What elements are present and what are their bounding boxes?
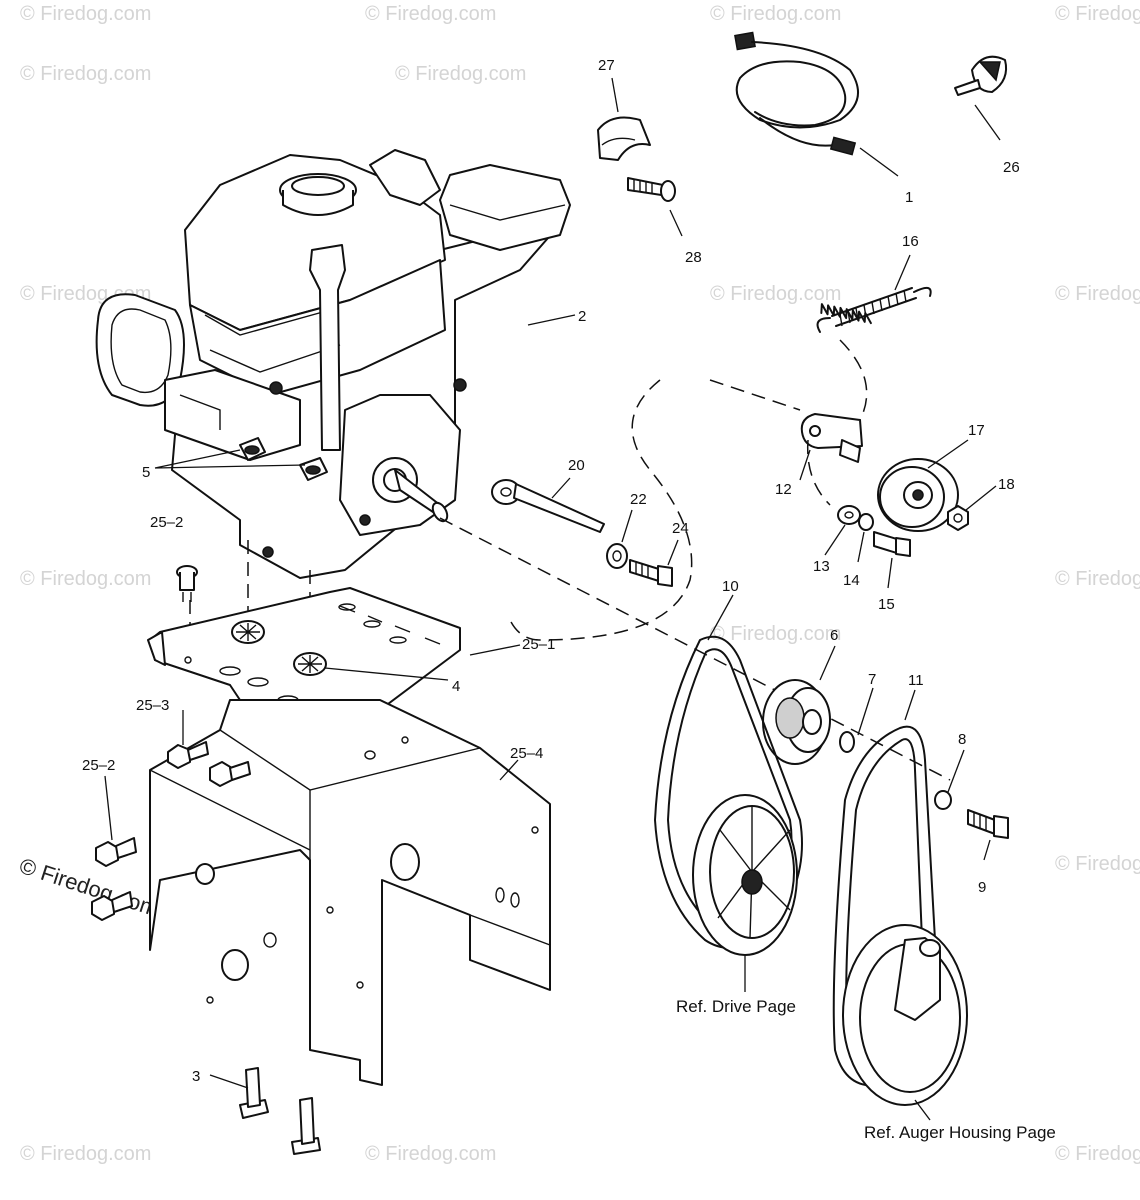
callout-25-4: 25–4 [510, 745, 543, 762]
callout-4: 4 [452, 678, 460, 695]
bolt-part-24 [629, 559, 673, 587]
washer-part-14 [858, 513, 874, 531]
bolt-part-3 [239, 1067, 321, 1155]
auger-belt-part-11 [832, 725, 968, 1106]
choke-clip-part-27 [597, 116, 651, 161]
washer-part-8 [934, 790, 952, 810]
watermark: © Firedog.com [20, 568, 151, 590]
callout-labels: 27 28 1 26 16 2 5 12 17 18 13 14 15 20 2… [82, 57, 1020, 1085]
callout-9: 9 [978, 879, 986, 896]
watermark: © Firedog.com [20, 1143, 151, 1165]
spring-part-16 [816, 286, 932, 333]
washer-part-13 [837, 505, 861, 525]
washer-part-22 [606, 543, 628, 569]
watermark: © Firedog.com [1055, 3, 1140, 25]
key-shaft-part-20 [491, 479, 605, 533]
watermark: © Firedog.com [1055, 283, 1140, 305]
callout-20: 20 [568, 457, 585, 474]
callout-10: 10 [722, 578, 739, 595]
idler-pulley-part-17 [877, 458, 959, 532]
callout-12: 12 [775, 481, 792, 498]
callout-25-3: 25–3 [136, 697, 169, 714]
bolt-part-9 [967, 809, 1009, 839]
nut-part-18 [947, 505, 969, 531]
callout-24: 24 [672, 520, 689, 537]
key-knob-part-26 [954, 55, 1008, 96]
watermark: © Firedog.com [20, 3, 151, 25]
callout-6: 6 [830, 627, 838, 644]
bolt-part-25-2-side [91, 837, 137, 921]
callout-28: 28 [685, 249, 702, 266]
callout-3: 3 [192, 1068, 200, 1085]
engine [95, 149, 571, 579]
watermark: © Firedog.com [710, 3, 841, 25]
washer-part-7 [839, 731, 855, 753]
callout-25-1: 25–1 [522, 636, 555, 653]
bolt-part-25-2-top [176, 565, 198, 602]
watermark: © Firedog.com [395, 63, 526, 85]
watermark: © Firedog.com [1055, 853, 1140, 875]
callout-22: 22 [630, 491, 647, 508]
frame-part-25-4 [149, 699, 551, 1086]
bolt-part-15 [873, 531, 911, 557]
callout-2: 2 [578, 308, 586, 325]
watermark: © Firedog.com [1055, 568, 1140, 590]
watermark: © Firedog.com [710, 623, 841, 645]
callout-15: 15 [878, 596, 895, 613]
watermark: © Firedog.com [365, 3, 496, 25]
screw-part-28 [627, 177, 676, 202]
vibration-damper-part-4 [231, 620, 327, 676]
leader-lines [104, 77, 1001, 1121]
callout-14: 14 [843, 572, 860, 589]
wiring-harness-part-1 [734, 31, 859, 156]
ref-auger-housing-page: Ref. Auger Housing Page [864, 1123, 1056, 1142]
callout-11: 11 [908, 672, 924, 689]
callout-16: 16 [902, 233, 919, 250]
reference-labels: Ref. Drive Page Ref. Auger Housing Page [676, 997, 1056, 1142]
callout-13: 13 [813, 558, 830, 575]
bolt-part-25-3 [167, 741, 251, 787]
idler-bracket-part-12 [800, 413, 863, 463]
watermark: © Firedog.com [20, 63, 151, 85]
watermark: © Firedog.com [365, 1143, 496, 1165]
callout-7: 7 [868, 671, 876, 688]
callout-5: 5 [142, 464, 150, 481]
drive-belt-part-10 [654, 635, 803, 956]
callout-8: 8 [958, 731, 966, 748]
drive-pulley-part-6 [762, 679, 831, 765]
callout-17: 17 [968, 422, 985, 439]
callout-26: 26 [1003, 159, 1020, 176]
callout-1: 1 [905, 189, 913, 206]
callout-27: 27 [598, 57, 615, 74]
ref-drive-page: Ref. Drive Page [676, 997, 796, 1016]
callout-25-2-top: 25–2 [150, 514, 183, 531]
watermark-prominent: © Firedog.com [16, 853, 161, 921]
watermark: © Firedog.com [710, 283, 841, 305]
callout-18: 18 [998, 476, 1015, 493]
watermark: © Firedog.com [1055, 1143, 1140, 1165]
callout-25-2-side: 25–2 [82, 757, 115, 774]
